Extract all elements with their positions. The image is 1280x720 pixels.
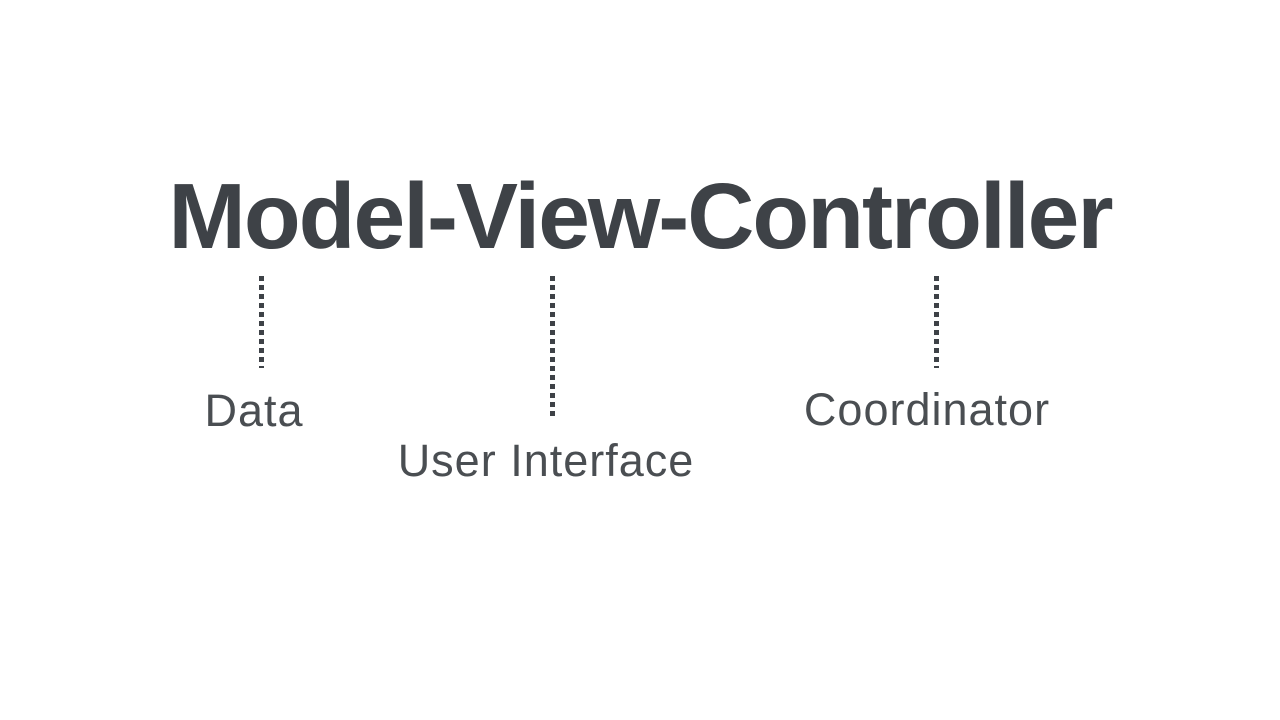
annotation-controller-coordinator: Coordinator <box>803 384 1051 435</box>
annotation-model-data: Data <box>204 385 304 436</box>
annotation-view-user-interface: User Interface <box>397 435 695 486</box>
dotted-connector-model <box>259 276 264 368</box>
dotted-connector-controller <box>934 276 939 368</box>
dotted-connector-view <box>550 276 555 418</box>
slide-title: Model-View-Controller <box>168 164 1113 268</box>
